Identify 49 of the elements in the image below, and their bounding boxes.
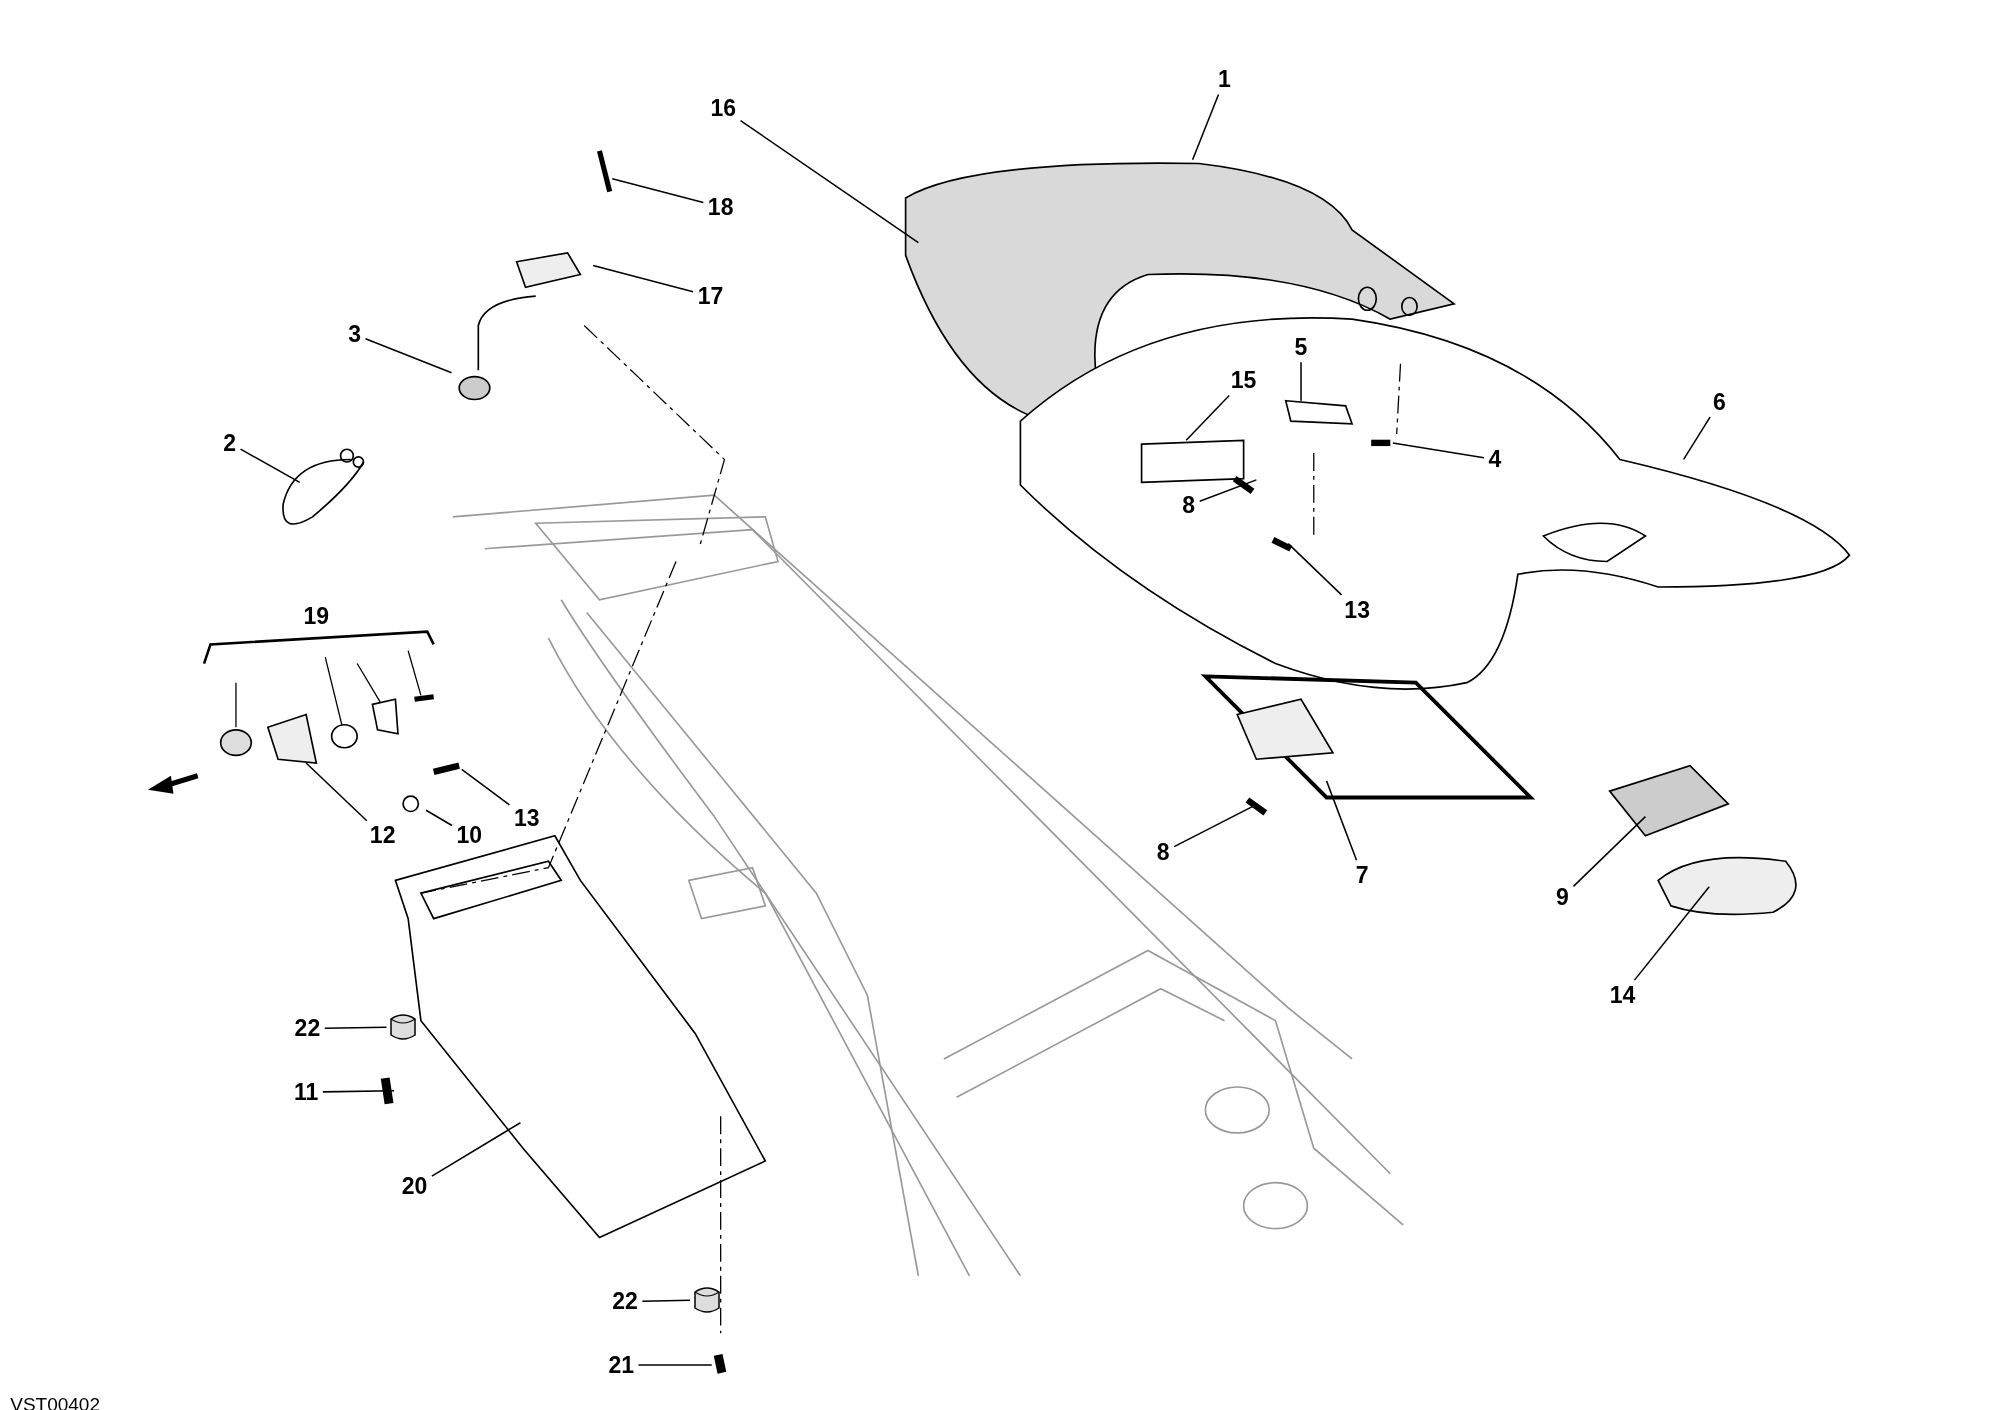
leader-line	[1633, 886, 1710, 981]
callout-number: 17	[695, 283, 726, 309]
leader-line	[1287, 542, 1343, 596]
callout-number: 18	[705, 194, 736, 220]
leader-line	[1173, 803, 1259, 848]
callout-number: 8	[1180, 492, 1198, 518]
callout-number: 20	[399, 1173, 430, 1199]
leader-line	[739, 119, 920, 244]
leader-line	[239, 448, 301, 484]
callout-number: 6	[1711, 389, 1728, 415]
leader-line	[305, 762, 368, 822]
leader-line	[1682, 416, 1711, 461]
leader-line	[1572, 815, 1647, 888]
leader-line	[1185, 394, 1230, 442]
leader-line	[1198, 479, 1258, 502]
callout-number: 4	[1486, 446, 1504, 472]
callout-number: 5	[1292, 334, 1310, 360]
callout-number: 13	[1342, 597, 1372, 623]
callout-number: 15	[1228, 367, 1259, 393]
callout-number: 22	[292, 1015, 323, 1041]
callout-number: 21	[606, 1352, 636, 1378]
leader-line	[323, 1026, 388, 1030]
callout-number: 11	[291, 1079, 321, 1105]
leader-line	[1325, 780, 1358, 861]
leader-line	[611, 178, 705, 204]
callout-number: 13	[512, 805, 542, 831]
leader-line	[641, 1299, 691, 1303]
leader-line	[592, 264, 694, 293]
leader-line	[1191, 93, 1220, 161]
leader-line	[460, 768, 511, 806]
leader-line	[431, 1121, 522, 1177]
callout-number: 8	[1154, 839, 1172, 865]
callout-number: 12	[367, 822, 398, 848]
callout-number: 10	[454, 822, 485, 848]
callout-number: 2	[221, 430, 238, 456]
callout-number: 22	[610, 1288, 640, 1314]
callout-number: 9	[1554, 884, 1571, 910]
callout-number: 3	[346, 321, 363, 347]
leader-line	[364, 338, 453, 374]
callout-number: 19	[302, 603, 331, 629]
callout-number: 7	[1353, 862, 1371, 888]
callout-number: 14	[1607, 982, 1638, 1008]
callout-number: 1	[1216, 66, 1233, 92]
leader-line	[637, 1364, 713, 1366]
leader-line	[1392, 442, 1485, 459]
leader-line	[425, 809, 453, 827]
callout-number: 16	[708, 95, 738, 121]
leader-line	[322, 1090, 395, 1093]
leader-line	[1300, 361, 1302, 402]
